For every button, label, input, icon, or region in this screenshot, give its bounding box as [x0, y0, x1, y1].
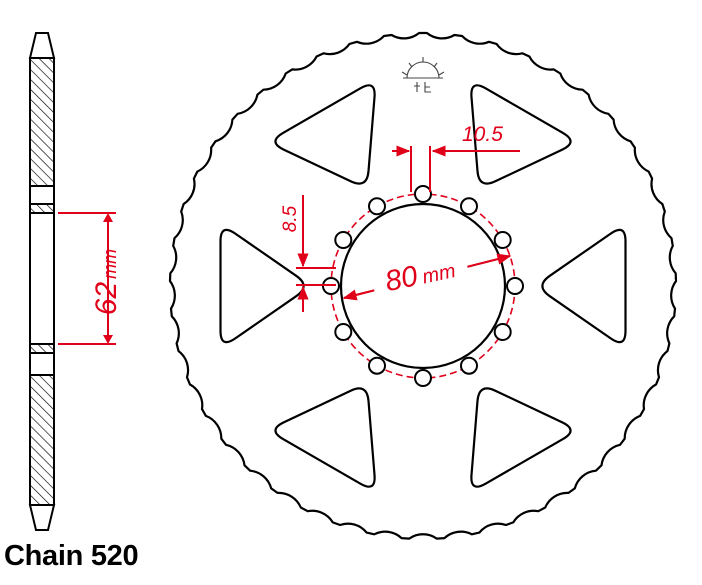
web-width-dimension: 10.5 [392, 123, 520, 192]
cutout [470, 84, 572, 185]
cutout [541, 228, 627, 344]
profile-lower-hub-hatch [29, 343, 55, 354]
sprocket-logo-icon [401, 57, 445, 93]
svg-text:80mm: 80mm [382, 252, 458, 298]
bolt-hole [414, 369, 432, 387]
web-width-value: 10.5 [462, 123, 503, 146]
bolt-hole [334, 323, 353, 341]
profile-top-tip [28, 32, 56, 59]
bolt-hole-value: 8.5 [280, 205, 301, 232]
cutout [274, 84, 376, 185]
bolt-hole [368, 197, 386, 216]
bolt-hole [493, 231, 512, 249]
profile-hub-gap [29, 212, 55, 345]
sprocket-face [168, 31, 678, 540]
hub-height-value: 62 [90, 282, 123, 316]
cutout [274, 387, 376, 488]
cutout [219, 228, 305, 344]
bolt-hole [414, 185, 432, 203]
bolt-hole [493, 323, 512, 341]
bolt-circle-value: 80 [382, 260, 420, 298]
lightening-cutouts [219, 84, 627, 488]
svg-text:62mm: 62mm [90, 249, 123, 315]
bolt-hole [506, 277, 524, 295]
bolt-holes [322, 185, 524, 387]
profile-lower-band [29, 352, 55, 376]
center-bore [339, 202, 507, 370]
bolt-hole [368, 356, 386, 375]
profile-bottom-tip [28, 504, 56, 531]
bolt-hole [334, 231, 353, 249]
bolt-hole [460, 197, 478, 216]
profile-upper-hatch [29, 57, 55, 187]
profile-upper-hub-hatch [29, 203, 55, 214]
cutout [470, 387, 572, 488]
bolt-hole [460, 356, 478, 375]
hub-height-dimension: 62mm [58, 212, 123, 345]
chain-label: Chain 520 [4, 540, 139, 572]
hub-height-unit: mm [100, 249, 120, 279]
profile-upper-band [29, 185, 55, 205]
bolt-circle-dimension: 80mm [342, 252, 512, 302]
bolt-hole-dimension: 8.5 [280, 195, 336, 312]
side-profile [28, 32, 56, 531]
sprocket-teeth-outline [168, 31, 678, 540]
profile-lower-hatch [29, 374, 55, 506]
